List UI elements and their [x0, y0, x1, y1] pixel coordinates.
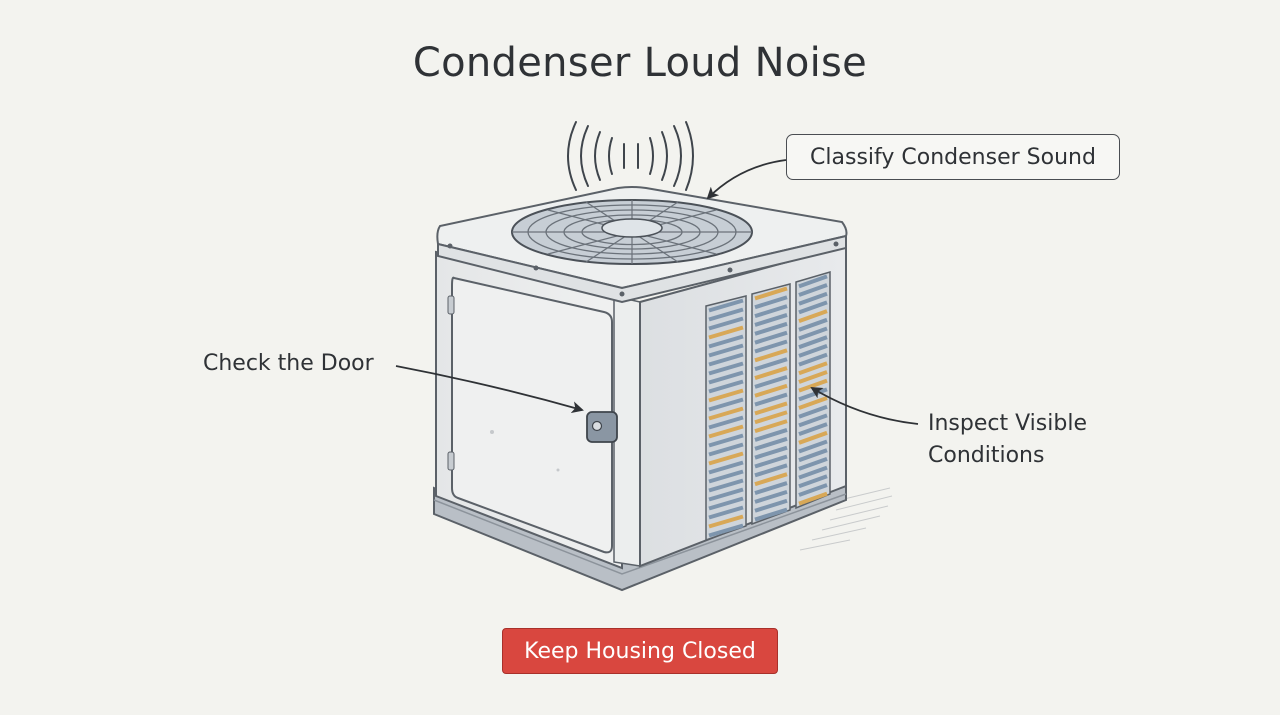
louver-slat — [708, 298, 744, 313]
coil-louvers — [705, 270, 831, 542]
louver-slat — [708, 388, 744, 403]
louver-slat — [708, 469, 744, 484]
louver-slat — [754, 498, 788, 513]
louver-slat — [798, 430, 828, 445]
inspect-callout-line1: Inspect Visible — [928, 411, 1087, 436]
louver-slat — [708, 325, 744, 340]
louver-slat — [754, 454, 788, 469]
louver-slat — [754, 401, 788, 416]
louver-slat — [754, 481, 788, 495]
louver-slat — [708, 451, 744, 466]
louver-slat — [754, 419, 788, 434]
louver-slat — [754, 472, 788, 487]
louver-slat — [754, 348, 788, 363]
louver-slat — [798, 317, 828, 332]
louver-slat — [798, 300, 828, 315]
louver-slat — [708, 343, 744, 358]
louver-slat — [754, 463, 788, 478]
sound-callout-arrow — [706, 159, 787, 200]
louver-slat — [798, 326, 828, 341]
louver-slat — [754, 286, 788, 301]
access-door — [447, 276, 613, 554]
louver-slat — [798, 422, 828, 436]
louver-slat — [798, 439, 828, 454]
inspect-callout-label: Inspect Visible Conditions — [928, 408, 1087, 472]
louver-slat — [754, 374, 788, 389]
sound-callout-label: Classify Condenser Sound — [810, 144, 1096, 170]
louver-slat — [754, 436, 788, 451]
corner-post — [613, 295, 641, 567]
louver-slat — [754, 366, 788, 380]
louver-slat — [798, 309, 828, 323]
louver-slat — [708, 397, 744, 412]
louver-slat — [754, 392, 788, 407]
louver-slat — [754, 295, 788, 310]
louver-slat — [708, 370, 744, 385]
louver-slat — [798, 274, 828, 289]
louver-slat — [708, 334, 744, 349]
louver-slat — [708, 442, 744, 457]
sound-callout-box: Classify Condenser Sound — [786, 134, 1120, 180]
louver-slat — [754, 330, 788, 345]
louver-slat — [798, 283, 828, 297]
louver-slat — [754, 489, 788, 504]
louver-slat — [798, 396, 828, 410]
keep-housing-closed-button[interactable]: Keep Housing Closed — [502, 628, 778, 674]
louver-slat — [708, 478, 744, 493]
ground-shadow — [799, 487, 893, 551]
louver-slat — [708, 424, 744, 439]
louver-slat — [708, 514, 744, 529]
louver-slat — [754, 357, 788, 372]
inspect-callout-arrow — [810, 386, 919, 425]
sound-wave-icon — [567, 121, 694, 191]
louver-slat — [708, 460, 744, 475]
louver-slat — [798, 491, 828, 506]
louver-slat — [798, 352, 828, 367]
louver-slat — [754, 383, 788, 398]
louver-slat — [754, 321, 788, 336]
fan-icon — [511, 199, 753, 265]
louver-slat — [754, 507, 788, 522]
louver-slat — [754, 428, 788, 442]
louver-slat — [798, 378, 828, 393]
louver-slat — [708, 307, 744, 322]
page-title: Condenser Loud Noise — [412, 40, 868, 86]
louver-slat — [708, 487, 744, 502]
inspect-callout-line2: Conditions — [928, 443, 1045, 468]
louver-slat — [754, 304, 788, 319]
louver-slat — [798, 457, 828, 471]
louver-slat — [708, 523, 744, 538]
louver-slat — [798, 335, 828, 350]
door-latch-icon — [586, 411, 618, 443]
louver-slat — [708, 361, 744, 376]
door-callout-label: Check the Door — [203, 351, 374, 376]
louver-slat — [798, 413, 828, 428]
louver-slat — [798, 448, 828, 463]
louver-slat — [708, 406, 744, 421]
louver-slat — [708, 496, 744, 511]
louver-slat — [754, 339, 788, 354]
louver-slat — [708, 505, 744, 520]
louver-slat — [754, 445, 788, 460]
louver-slat — [754, 313, 788, 327]
louver-slat — [798, 483, 828, 497]
door-callout-arrow — [395, 365, 584, 414]
louver-slat — [798, 291, 828, 306]
louver-slat — [708, 379, 744, 394]
louver-slat — [798, 344, 828, 358]
louver-slat — [798, 370, 828, 384]
louver-slat — [708, 433, 744, 448]
louver-slat — [798, 361, 828, 376]
louver-slat — [708, 352, 744, 367]
louver-slat — [754, 410, 788, 425]
louver-slat — [708, 316, 744, 331]
louver-slat — [708, 415, 744, 430]
louver-slat — [798, 404, 828, 419]
louver-slat — [798, 474, 828, 489]
louver-slat — [798, 465, 828, 480]
